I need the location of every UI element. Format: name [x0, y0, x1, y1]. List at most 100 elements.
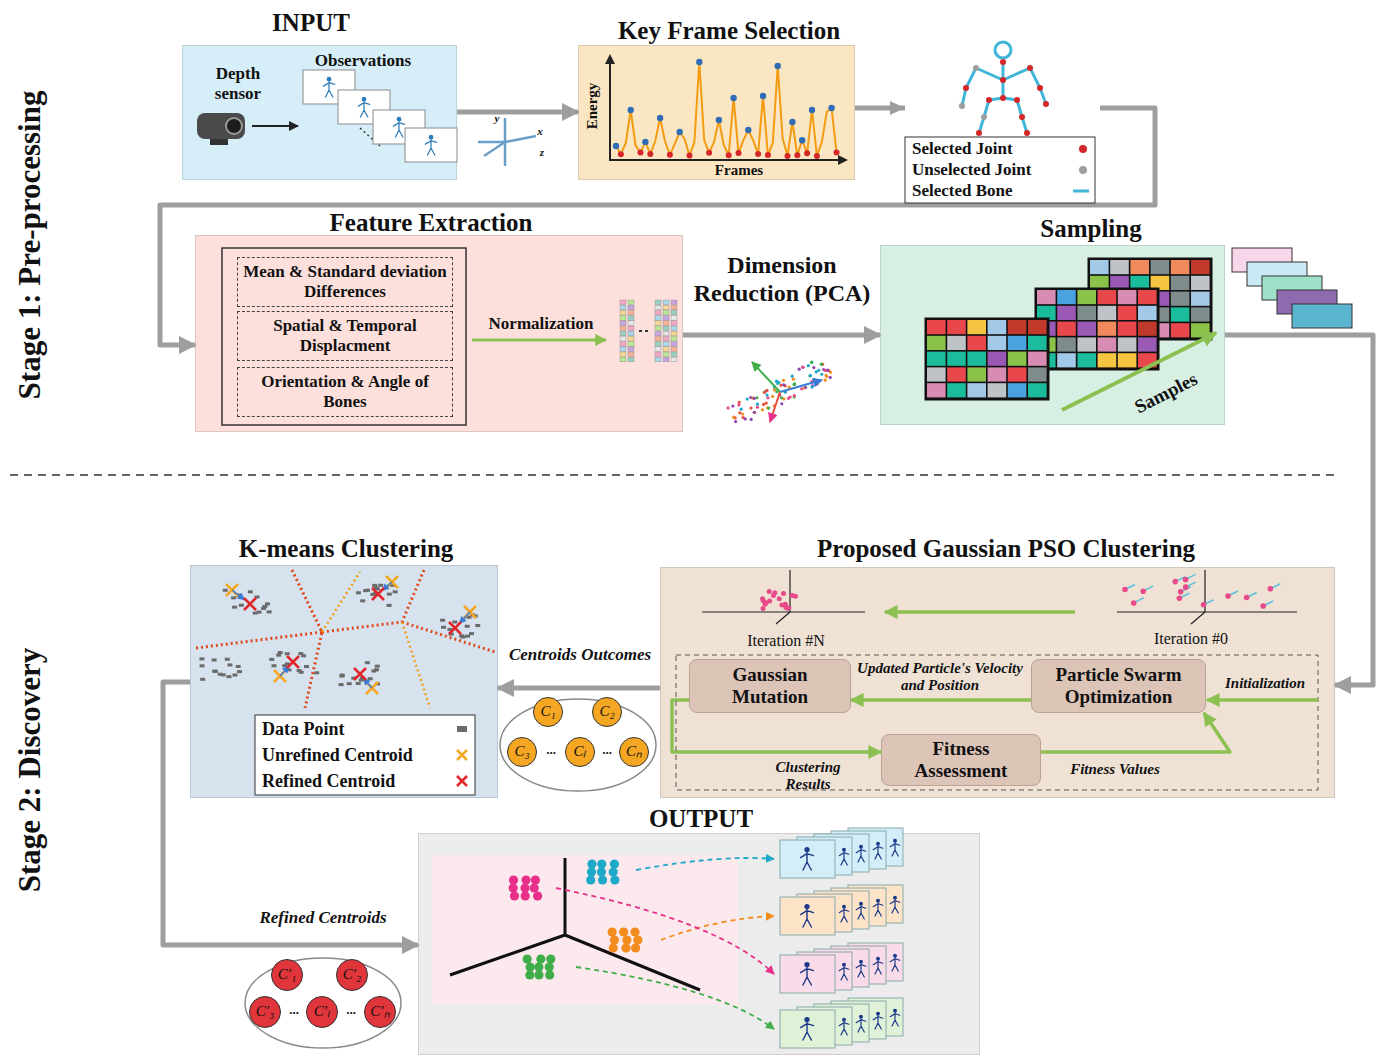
- feature-vector-cell: [655, 342, 661, 347]
- matrix-cell: [1171, 260, 1190, 274]
- particle: [781, 591, 786, 596]
- axis-label: z: [540, 146, 544, 159]
- figure-head: [804, 962, 809, 967]
- feature-vector-cell: [620, 326, 626, 331]
- figure-head: [893, 896, 897, 900]
- feature-vector-cell: [620, 336, 626, 341]
- matrix-cell: [1057, 290, 1076, 304]
- pca-point: [766, 396, 769, 399]
- matrix-cell: [1110, 260, 1129, 274]
- particle: [1131, 600, 1137, 606]
- particle: [772, 590, 777, 595]
- edge-label: Dimension Reduction (PCA): [692, 252, 872, 307]
- matrix-cell: [1098, 306, 1117, 320]
- pca-point: [810, 360, 813, 363]
- node-text: Particle Swarm Optimization: [1037, 664, 1200, 708]
- node-text: C′₂: [342, 966, 362, 983]
- matrix-cell: [967, 383, 986, 397]
- figure-head: [876, 957, 880, 961]
- figure-body: [801, 852, 814, 870]
- data-point: [226, 675, 231, 678]
- sample-matrix: [925, 318, 1049, 400]
- pca-point: [771, 395, 774, 398]
- pca-point: [793, 382, 796, 385]
- depth-sensor: [197, 113, 245, 139]
- pca-point: [808, 374, 811, 377]
- pca-point: [746, 397, 749, 400]
- feature-vector-cell: [663, 321, 669, 326]
- figure-head: [859, 845, 863, 849]
- centroid-circle: C₂: [592, 697, 622, 727]
- action-frame: [780, 897, 835, 935]
- cluster-dot: [630, 927, 639, 936]
- cluster-dot: [587, 859, 596, 868]
- feature-vector-cell: [620, 300, 626, 305]
- flow-arrow: [851, 698, 1031, 702]
- cluster-dot: [598, 875, 607, 884]
- figure-body: [890, 900, 900, 913]
- figure-head: [876, 899, 880, 903]
- feature-vector-cell: [671, 316, 677, 321]
- feature-vector-cell: [620, 316, 626, 321]
- particle: [777, 596, 782, 601]
- figure-head: [327, 77, 332, 82]
- pca-point: [826, 369, 829, 372]
- pca-point: [825, 375, 828, 378]
- data-point: [271, 664, 276, 667]
- observation-frame: [405, 128, 457, 162]
- key-frame-dot: [775, 63, 781, 69]
- skeleton-joint: [1027, 65, 1033, 71]
- process-box: Particle Swarm Optimization: [1031, 659, 1206, 713]
- pca-point: [793, 394, 796, 397]
- feature-vector-cell: [628, 316, 634, 321]
- figure-body: [856, 1019, 866, 1032]
- legend-sample: [1079, 166, 1087, 174]
- matrix-cell: [1028, 352, 1047, 366]
- figure-body: [425, 140, 436, 155]
- matrix-cell: [947, 320, 966, 334]
- pca-axis: [770, 392, 780, 422]
- figure-body: [873, 961, 883, 974]
- figure-head: [397, 117, 402, 122]
- feature-vector-cell: [620, 321, 626, 326]
- sample-matrix: [1035, 288, 1159, 370]
- feature-group-box: [222, 248, 466, 425]
- matrix-cell: [1008, 383, 1027, 397]
- matrix-cell: [967, 352, 986, 366]
- figure-body: [839, 909, 849, 922]
- chart-axes: [610, 58, 846, 160]
- non-key-dot: [814, 153, 820, 159]
- node-text: C′₁: [277, 966, 297, 983]
- edge-note: Initialization: [1225, 675, 1305, 692]
- arrow-head: [890, 101, 905, 115]
- axis-icon: [505, 136, 536, 142]
- figure-head: [842, 963, 846, 967]
- pca-point: [780, 402, 783, 405]
- output-plot-area: [432, 855, 738, 1005]
- feature-vector-cell: [655, 326, 661, 331]
- input-arrow: [252, 125, 298, 127]
- flow-arrow: [1225, 335, 1373, 685]
- stage-panel: Feature ExtractionNormalizationMean & St…: [195, 235, 683, 432]
- cluster-dot: [546, 954, 555, 963]
- centroid-circle: C₃: [507, 737, 537, 767]
- cluster-dot: [534, 970, 543, 979]
- node-text: C₁: [539, 703, 557, 720]
- pca-point: [801, 366, 804, 369]
- node-text: C₃: [513, 743, 531, 760]
- feature-vector-cell: [655, 321, 661, 326]
- matrix-cell: [927, 383, 946, 397]
- legend-box: [255, 715, 475, 795]
- figure-head: [859, 902, 863, 906]
- data-point: [440, 619, 445, 622]
- cluster-dot: [510, 891, 519, 900]
- legend-swatch: [1079, 145, 1087, 153]
- refinement-arrow: [232, 590, 245, 600]
- data-point: [231, 596, 236, 599]
- matrix-cell: [967, 336, 986, 350]
- figure-head: [842, 848, 846, 852]
- stage-divider: [10, 474, 1335, 476]
- data-point: [365, 589, 370, 592]
- data-point: [387, 593, 392, 596]
